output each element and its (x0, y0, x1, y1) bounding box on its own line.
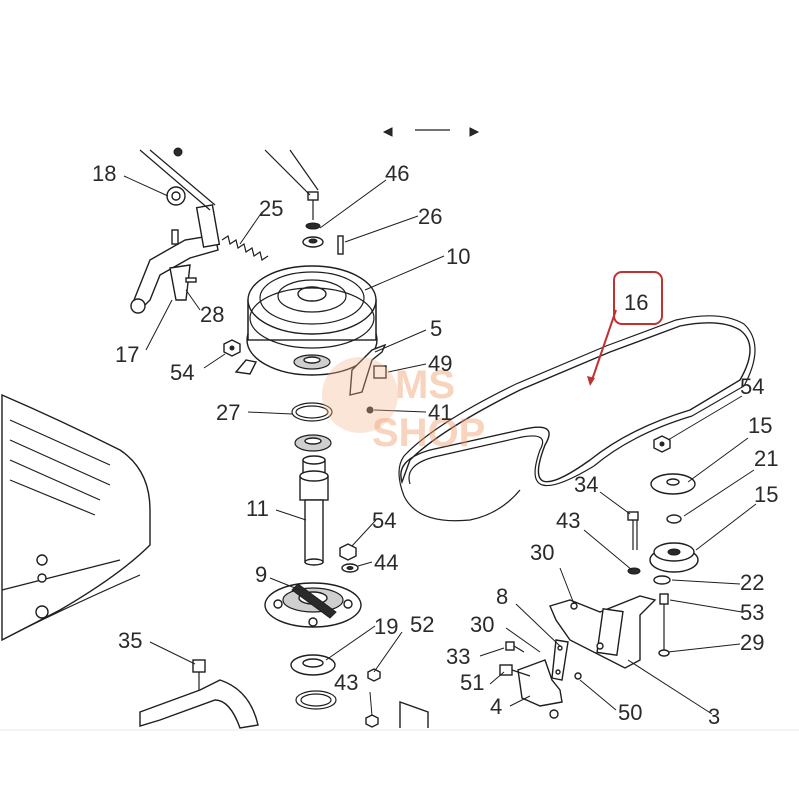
label-33: 33 (446, 644, 470, 669)
nut-54-right (653, 435, 671, 453)
lower-bracket-assembly (499, 641, 582, 719)
label-30-top: 30 (530, 540, 554, 565)
label-49: 49 (428, 351, 452, 376)
label-10: 10 (446, 244, 470, 269)
label-27: 27 (216, 400, 240, 425)
snap-ring (291, 402, 333, 422)
nut-54-left (223, 339, 241, 357)
label-17: 17 (115, 342, 139, 367)
label-44: 44 (374, 550, 398, 575)
label-22: 22 (740, 570, 764, 595)
washer-21 (666, 514, 682, 524)
label-5: 5 (430, 316, 442, 341)
leader-lines (123, 175, 757, 717)
watermark-line2: SHOP (372, 411, 485, 455)
label-19: 19 (374, 614, 398, 639)
label-46: 46 (385, 161, 409, 186)
label-35: 35 (118, 628, 142, 653)
label-30-bottom: 30 (470, 612, 494, 637)
label-53: 53 (740, 600, 764, 625)
label-11: 11 (246, 496, 269, 521)
label-50: 50 (618, 700, 642, 725)
idler-arm-assembly (130, 147, 221, 314)
shop-watermark: MS SHOP (322, 357, 485, 455)
label-28: 28 (200, 302, 224, 327)
pto-clutch-pulley (234, 265, 378, 376)
label-29: 29 (740, 630, 764, 655)
label-54-left: 54 (170, 360, 194, 385)
top-bolt (264, 149, 344, 255)
part-labels: 18 46 25 26 10 28 17 5 54 49 27 41 11 54… (92, 161, 778, 729)
link-bar (551, 639, 569, 681)
label-4: 4 (490, 694, 502, 719)
label-15-bottom: 15 (754, 482, 778, 507)
belt-highlight-callout: 16 (587, 271, 663, 386)
label-15-top: 15 (748, 413, 772, 438)
label-26: 26 (418, 204, 442, 229)
label-34: 34 (574, 472, 598, 497)
label-16: 16 (624, 290, 648, 315)
idler-plate (549, 593, 670, 669)
drive-belt (398, 315, 756, 522)
label-43-left: 43 (334, 670, 358, 695)
spindle-housing (264, 582, 362, 628)
spring (221, 235, 269, 261)
watermark-line1: MS (395, 363, 455, 407)
label-8: 8 (496, 584, 508, 609)
bolt-34 (627, 511, 641, 575)
pulley-15-bottom (649, 542, 699, 585)
top-fragment (382, 127, 480, 137)
bracket-lower-left (139, 659, 259, 729)
label-43-right: 43 (556, 508, 580, 533)
label-54-center: 54 (372, 508, 396, 533)
label-41: 41 (428, 400, 452, 425)
mower-body-left (1, 393, 151, 642)
label-51: 51 (460, 670, 484, 695)
label-3: 3 (708, 704, 720, 729)
label-25: 25 (259, 196, 283, 221)
lower-bearing (290, 654, 429, 728)
label-52: 52 (410, 612, 434, 637)
label-21: 21 (754, 446, 778, 471)
pulley-15-top (650, 473, 696, 495)
nut-washer-center (339, 543, 359, 573)
label-9: 9 (255, 562, 267, 587)
clutch-bracket (349, 343, 387, 414)
spindle-shaft (294, 434, 332, 566)
label-54-right: 54 (740, 374, 764, 399)
label-18: 18 (92, 161, 116, 186)
